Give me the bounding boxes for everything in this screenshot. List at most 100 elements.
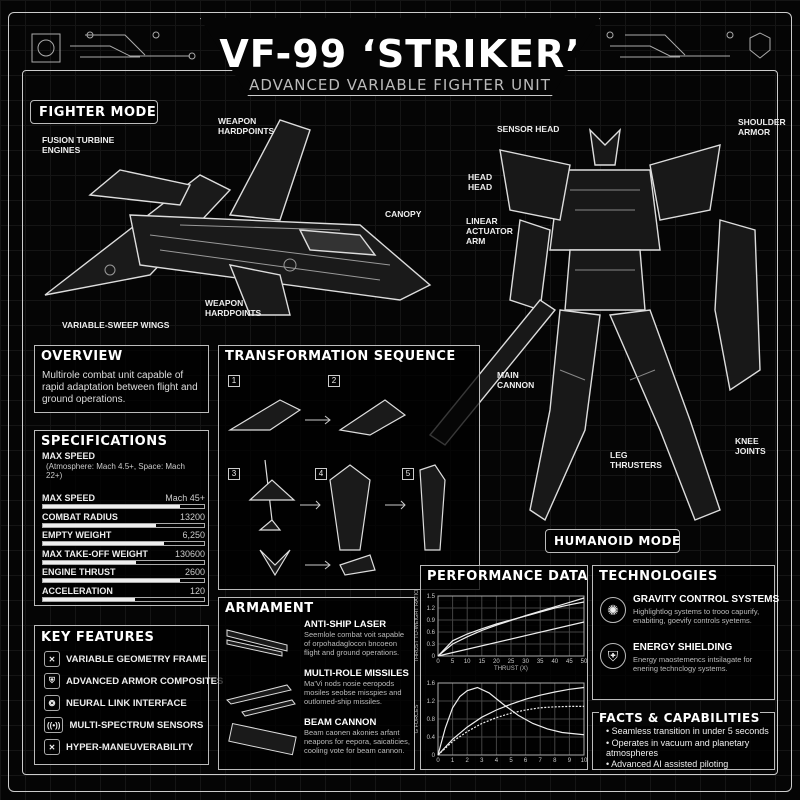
series-line-c: [437, 621, 585, 657]
overview-panel: OVERVIEW Multirole combat unit capable o…: [34, 345, 209, 413]
spec-header-label: MAX SPEED: [42, 451, 96, 461]
spec-value: 6,250: [182, 530, 205, 540]
x-tick-label: 15: [478, 659, 485, 665]
feature-label: ADVANCED ARMOR COMPOSITES: [66, 675, 224, 687]
y-tick-label: 1.2: [427, 606, 436, 612]
weapon-illustrations: [226, 629, 297, 756]
tech-shield-desc: Energy maostemencs intsilagate for eneri…: [633, 655, 753, 673]
key-feature-item: ❂NEURAL LINK INTERFACE: [44, 695, 187, 711]
gravity-icon: ✺: [600, 597, 626, 623]
spec-label: COMBAT RADIUS: [42, 511, 118, 522]
technologies-panel: TECHNOLOGIES: [592, 565, 775, 700]
step-2: 2: [328, 375, 340, 387]
callout-head: HEAD HEAD: [468, 172, 493, 192]
armament-title: ARMAMENT: [225, 601, 314, 616]
feature-label: MULTI-SPECTRUM SENSORS: [69, 719, 204, 731]
spec-value: Mach 45+: [165, 493, 205, 503]
callout-leg-thrusters: LEG THRUSTERS: [610, 450, 662, 470]
x-tick-label: 2: [466, 758, 470, 764]
callout-sensor-head: SENSOR HEAD: [497, 124, 560, 134]
series-line-peak: [437, 686, 585, 756]
spec-row: EMPTY WEIGHT 6,250: [42, 530, 205, 546]
weapon-name: BEAM CANNON: [304, 717, 377, 728]
spec-label: MAX TAKE-OFF WEIGHT: [42, 548, 148, 559]
y-tick-label: 0.8: [427, 717, 436, 723]
y-axis-label: G FORCES: [414, 704, 420, 733]
shield-icon: ⛨: [600, 643, 626, 669]
page-subtitle: ADVANCED VARIABLE FIGHTER UNIT: [249, 76, 551, 94]
fact-item: • Seamless transition in under 5 seconds: [606, 726, 769, 736]
fact-text: Advanced AI assisted piloting: [611, 759, 729, 769]
spec-label: EMPTY WEIGHT: [42, 530, 112, 540]
circuit-decoration-right: [606, 31, 771, 59]
performance-title: PERFORMANCE DATA: [427, 569, 588, 584]
spec-bar: [42, 522, 205, 528]
feature-label: HYPER-MANEUVERABILITY: [66, 741, 194, 753]
weapon-desc: Beam caonen akonies arfant neapons for e…: [304, 728, 410, 755]
spec-value: 120: [189, 585, 205, 596]
y-tick-label: 0.4: [427, 735, 436, 741]
spec-value: 13200: [179, 511, 205, 522]
x-tick-label: 7: [539, 758, 543, 764]
plot-frame: [437, 682, 585, 756]
x-tick-label: 1: [451, 758, 455, 764]
specifications-panel: SPECIFICATIONS: [34, 430, 209, 606]
x-axis-label: THRUST (X): [494, 666, 528, 672]
callout-knee-joints: KNEE JOINTS: [735, 436, 766, 456]
humanoid-mode-label-box: HUMANOID MODE: [545, 529, 680, 553]
overview-text: Multirole combat unit capable of rapid a…: [42, 370, 198, 405]
tech-gravity-name: GRAVITY CONTROL SYSTEMS: [633, 594, 780, 605]
y-axis-label: THRUST TO-WEIGHT RATIO: [414, 590, 420, 662]
fact-item: • Operates in vacuum and planetary atmos…: [606, 738, 750, 758]
weapon-desc: Ma'Vi nods nosie eeropods mosiles seobse…: [304, 679, 402, 706]
y-tick-label: 0.3: [427, 642, 436, 648]
y-tick-label: 1.6: [427, 681, 436, 687]
callout-fusion-turbine-engines: FUSION TURBINE ENGINES: [42, 135, 115, 155]
feature-icon: ✕: [44, 739, 60, 755]
performance-panel: PERFORMANCE DATA: [420, 565, 588, 770]
step-1: 1: [228, 375, 240, 387]
callout-weapon-hardpoints-top: WEAPON HARDPOINTS: [218, 116, 275, 136]
y-tick-label: 1.5: [427, 594, 436, 600]
feature-icon: ((•)): [44, 717, 64, 733]
fighter-jet-illustration: [44, 119, 432, 316]
callout-shoulder-armor: SHOULDER ARMOR: [738, 117, 786, 137]
step-4: 4: [315, 468, 327, 480]
x-tick-label: 40: [551, 659, 558, 665]
page-title: VF-99 ‘STRIKER’: [219, 32, 581, 76]
x-tick-label: 5: [451, 659, 455, 665]
spec-row: ACCELERATION 120: [42, 585, 205, 602]
x-tick-label: 9: [568, 758, 572, 764]
callout-linear-actuator-arm: LINEAR ACTUATOR ARM: [466, 216, 513, 246]
x-tick-label: 8: [553, 758, 557, 764]
transformation-title: TRANSFORMATION SEQUENCE: [225, 349, 456, 364]
fact-item: • Advanced AI assisted piloting: [606, 759, 729, 769]
callout-variable-sweep-wings: VARIABLE-SWEEP WINGS: [62, 320, 170, 330]
x-tick-label: 25: [508, 659, 515, 665]
spec-value: 2600: [184, 567, 205, 577]
feature-icon: ✕: [44, 651, 60, 667]
overview-title: OVERVIEW: [41, 349, 123, 364]
y-tick-label: 0: [432, 753, 436, 759]
key-features-panel: KEY FEATURES: [34, 625, 209, 765]
key-feature-item: ✕VARIABLE GEOMETRY FRAME: [44, 651, 207, 667]
title-plate: [200, 18, 600, 96]
circuit-decoration-left: [31, 31, 196, 63]
spec-label: ACCELERATION: [42, 585, 113, 596]
x-tick-label: 3: [480, 758, 484, 764]
x-tick-label: 10: [464, 659, 471, 665]
x-tick-label: 20: [493, 659, 500, 665]
spec-bar: [42, 504, 205, 509]
weapon-name: ANTI-SHIP LASER: [304, 619, 387, 630]
feature-label: NEURAL LINK INTERFACE: [66, 697, 187, 709]
fact-text: Seamless transition in under 5 seconds: [611, 726, 769, 736]
spec-label: ENGINE THRUST: [42, 567, 116, 577]
key-feature-item: ((•)) MULTI-SPECTRUM SENSORS: [44, 717, 203, 733]
transformation-sequence-illustrations: [227, 399, 446, 577]
step-5: 5: [402, 468, 414, 480]
